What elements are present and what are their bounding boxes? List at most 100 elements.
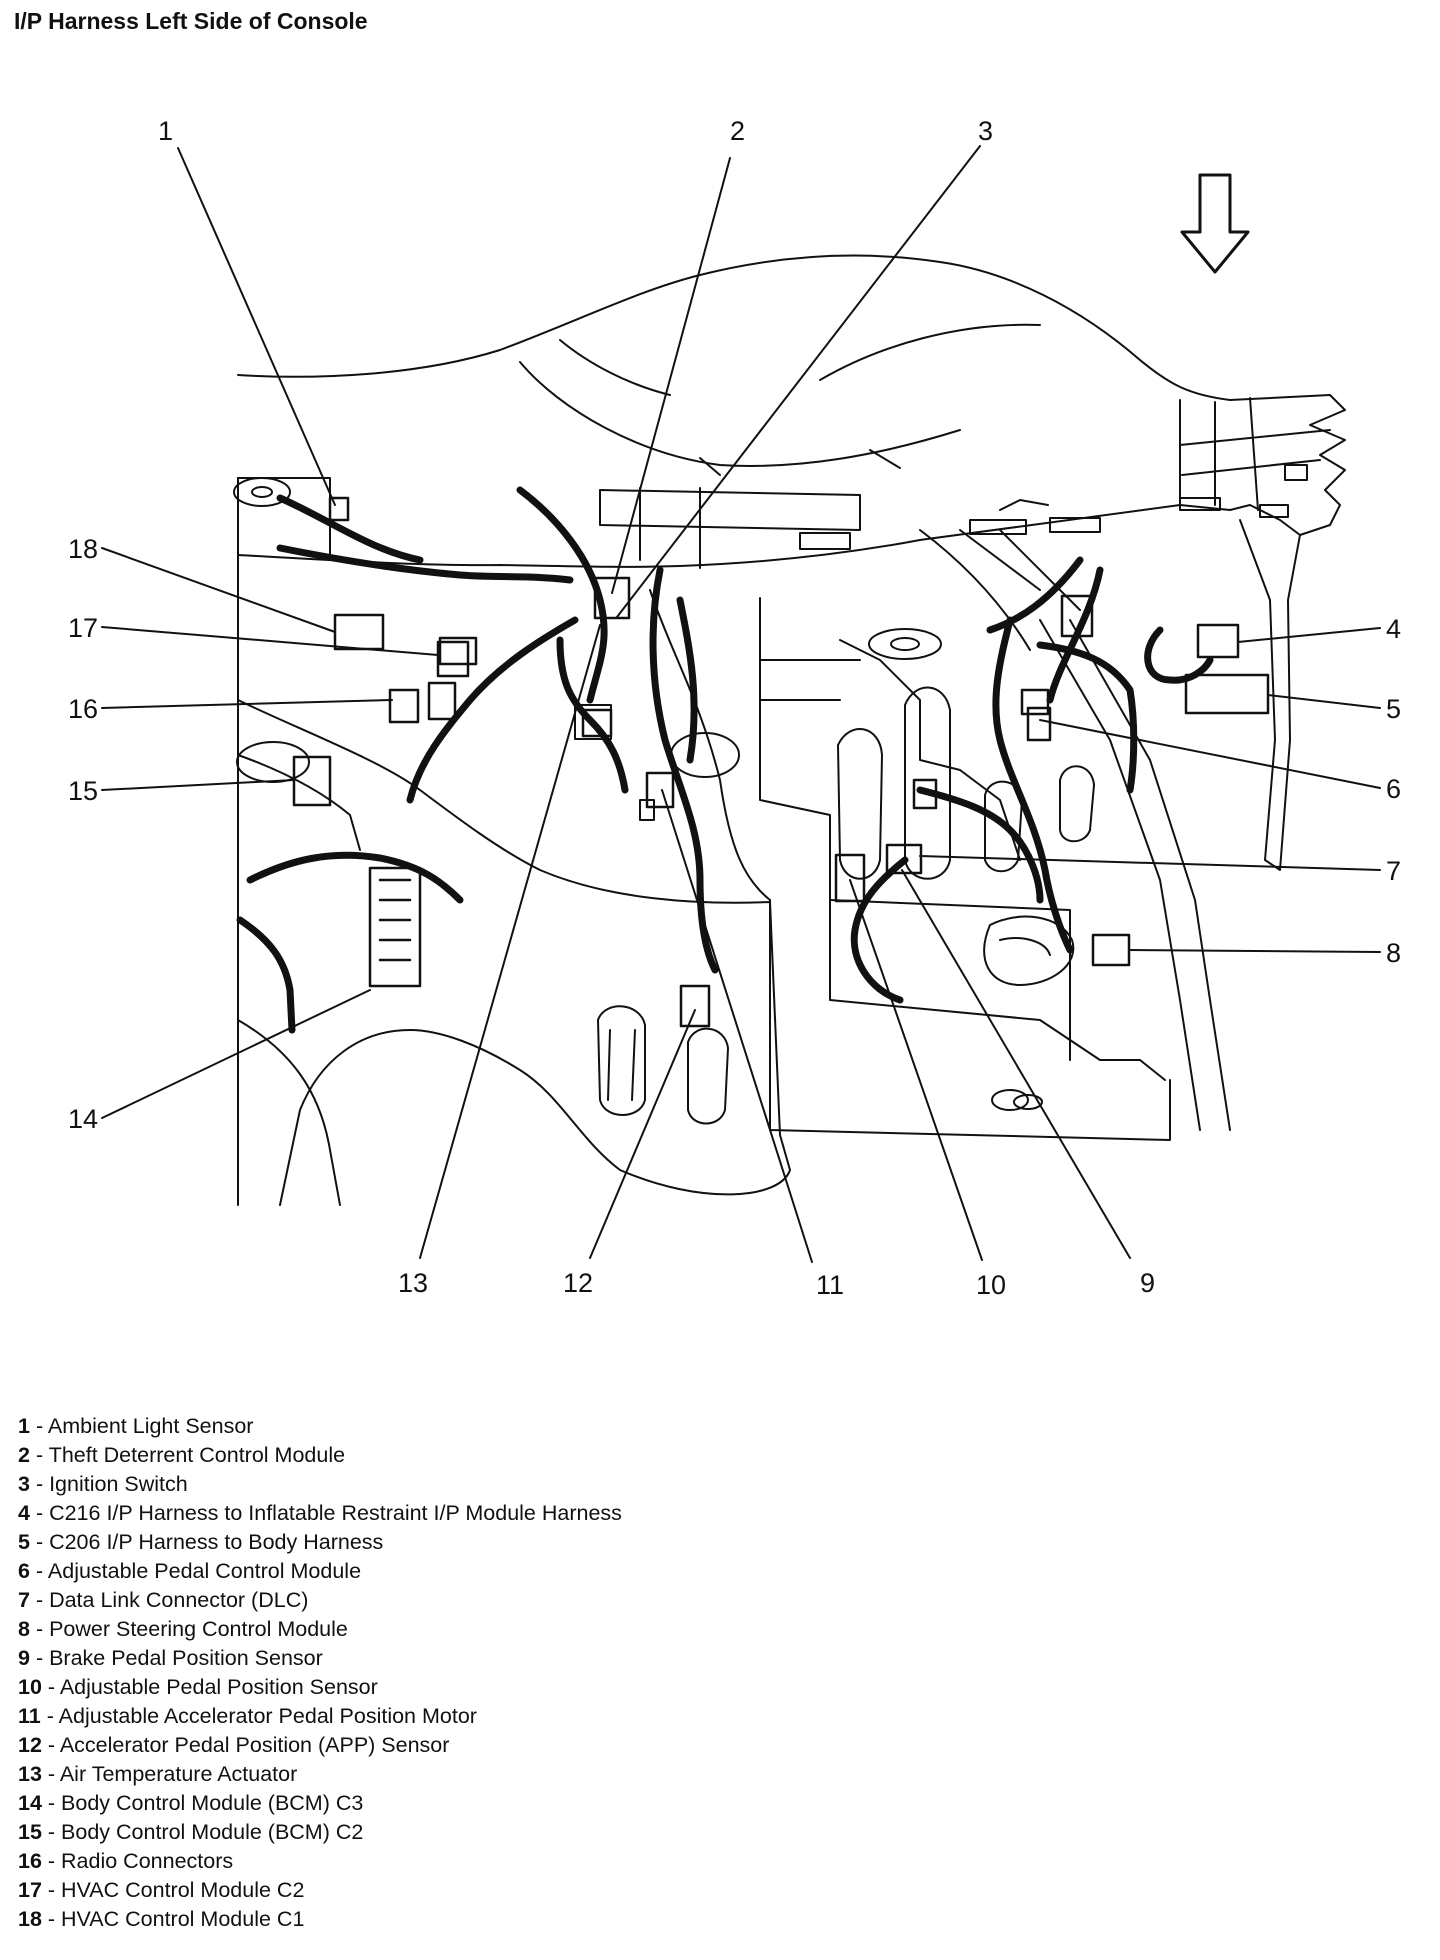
legend-separator: - bbox=[41, 1733, 60, 1757]
callout-1: 1 bbox=[158, 116, 173, 146]
legend-item: 2 - Theft Deterrent Control Module bbox=[18, 1441, 622, 1470]
callout-5: 5 bbox=[1386, 694, 1401, 724]
legend-separator: - bbox=[29, 1414, 48, 1438]
legend-item: 13 - Air Temperature Actuator bbox=[18, 1760, 622, 1789]
callout-4: 4 bbox=[1386, 614, 1401, 644]
legend-number: 1 bbox=[18, 1414, 30, 1438]
legend-number: 8 bbox=[18, 1617, 30, 1641]
legend-label: Data Link Connector (DLC) bbox=[49, 1588, 309, 1612]
legend-item: 5 - C206 I/P Harness to Body Harness bbox=[18, 1528, 622, 1557]
legend-item: 6 - Adjustable Pedal Control Module bbox=[18, 1557, 622, 1586]
legend-number: 14 bbox=[18, 1791, 42, 1815]
legend-number: 12 bbox=[18, 1733, 42, 1757]
legend-separator: - bbox=[29, 1443, 49, 1467]
orientation-arrow-icon bbox=[1180, 173, 1250, 274]
legend-item: 8 - Power Steering Control Module bbox=[18, 1615, 622, 1644]
callout-numbers: 1 2 3 4 5 6 7 8 9 10 11 12 13 14 15 16 1… bbox=[68, 116, 1401, 1300]
legend-number: 7 bbox=[18, 1588, 30, 1612]
legend-item: 14 - Body Control Module (BCM) C3 bbox=[18, 1789, 622, 1818]
callout-11: 11 bbox=[816, 1270, 844, 1300]
legend-label: Body Control Module (BCM) C3 bbox=[61, 1791, 364, 1815]
legend-separator: - bbox=[29, 1472, 50, 1496]
callout-12: 12 bbox=[563, 1268, 593, 1298]
callout-7: 7 bbox=[1386, 856, 1401, 886]
legend-label: Air Temperature Actuator bbox=[59, 1762, 298, 1786]
legend-item: 16 - Radio Connectors bbox=[18, 1847, 622, 1876]
legend-label: Adjustable Pedal Position Sensor bbox=[59, 1675, 378, 1699]
legend-item: 10 - Adjustable Pedal Position Sensor bbox=[18, 1673, 622, 1702]
leader-lines bbox=[101, 145, 1381, 1263]
floor-and-console-outline bbox=[233, 477, 1231, 1206]
legend-item: 17 - HVAC Control Module C2 bbox=[18, 1876, 622, 1905]
legend-label: C216 I/P Harness to Inflatable Restraint… bbox=[49, 1501, 622, 1525]
legend-label: Theft Deterrent Control Module bbox=[48, 1443, 346, 1467]
legend-item: 1 - Ambient Light Sensor bbox=[18, 1412, 622, 1441]
legend-separator: - bbox=[29, 1588, 50, 1612]
legend-separator: - bbox=[29, 1559, 48, 1583]
legend-separator: - bbox=[29, 1501, 50, 1525]
legend-label: Ignition Switch bbox=[49, 1472, 188, 1496]
legend-separator: - bbox=[41, 1675, 60, 1699]
legend-item: 9 - Brake Pedal Position Sensor bbox=[18, 1644, 622, 1673]
legend-separator: - bbox=[41, 1791, 62, 1815]
callout-6: 6 bbox=[1386, 774, 1401, 804]
legend-item: 7 - Data Link Connector (DLC) bbox=[18, 1586, 622, 1615]
legend-label: HVAC Control Module C1 bbox=[61, 1907, 305, 1931]
connectors bbox=[292, 496, 1270, 1028]
legend-item: 4 - C216 I/P Harness to Inflatable Restr… bbox=[18, 1499, 622, 1528]
callout-9: 9 bbox=[1140, 1268, 1155, 1298]
legend-label: Accelerator Pedal Position (APP) Sensor bbox=[59, 1733, 450, 1757]
legend-label: Adjustable Accelerator Pedal Position Mo… bbox=[58, 1704, 477, 1728]
legend-number: 10 bbox=[18, 1675, 42, 1699]
legend-number: 13 bbox=[18, 1762, 42, 1786]
legend-number: 5 bbox=[18, 1530, 30, 1554]
legend-number: 2 bbox=[18, 1443, 30, 1467]
legend-separator: - bbox=[41, 1849, 62, 1873]
callout-18: 18 bbox=[68, 534, 98, 564]
legend-number: 9 bbox=[18, 1646, 30, 1670]
legend-separator: - bbox=[41, 1762, 60, 1786]
component-legend: 1 - Ambient Light Sensor 2 - Theft Deter… bbox=[18, 1412, 622, 1934]
wiring-harness bbox=[236, 486, 1214, 1034]
legend-number: 18 bbox=[18, 1907, 42, 1931]
legend-number: 11 bbox=[18, 1704, 41, 1728]
legend-label: Radio Connectors bbox=[61, 1849, 234, 1873]
page-title: I/P Harness Left Side of Console bbox=[14, 8, 368, 34]
legend-separator: - bbox=[41, 1878, 62, 1902]
legend-number: 3 bbox=[18, 1472, 30, 1496]
callout-3: 3 bbox=[978, 116, 993, 146]
legend-number: 6 bbox=[18, 1559, 30, 1583]
legend-separator: - bbox=[41, 1820, 62, 1844]
legend-label: HVAC Control Module C2 bbox=[61, 1878, 305, 1902]
legend-label: Power Steering Control Module bbox=[49, 1617, 348, 1641]
dashboard-outline bbox=[237, 254, 1346, 871]
legend-number: 4 bbox=[18, 1501, 30, 1525]
legend-label: Brake Pedal Position Sensor bbox=[49, 1646, 323, 1670]
callout-2: 2 bbox=[730, 116, 745, 146]
callout-17: 17 bbox=[68, 613, 98, 643]
legend-item: 11 - Adjustable Accelerator Pedal Positi… bbox=[18, 1702, 622, 1731]
legend-item: 15 - Body Control Module (BCM) C2 bbox=[18, 1818, 622, 1847]
legend-separator: - bbox=[29, 1617, 50, 1641]
callout-16: 16 bbox=[68, 694, 98, 724]
legend-separator: - bbox=[29, 1530, 50, 1554]
legend-item: 3 - Ignition Switch bbox=[18, 1470, 622, 1499]
callout-14: 14 bbox=[68, 1104, 98, 1134]
callout-8: 8 bbox=[1386, 938, 1401, 968]
callout-10: 10 bbox=[976, 1270, 1006, 1300]
legend-item: 18 - HVAC Control Module C1 bbox=[18, 1905, 622, 1934]
legend-label: Ambient Light Sensor bbox=[47, 1414, 254, 1438]
legend-separator: - bbox=[40, 1704, 59, 1728]
legend-number: 17 bbox=[18, 1878, 42, 1902]
legend-separator: - bbox=[29, 1646, 50, 1670]
legend-separator: - bbox=[41, 1907, 62, 1931]
legend-label: Adjustable Pedal Control Module bbox=[47, 1559, 362, 1583]
callout-13: 13 bbox=[398, 1268, 428, 1298]
callout-15: 15 bbox=[68, 776, 98, 806]
legend-number: 16 bbox=[18, 1849, 42, 1873]
legend-label: C206 I/P Harness to Body Harness bbox=[49, 1530, 384, 1554]
legend-label: Body Control Module (BCM) C2 bbox=[61, 1820, 364, 1844]
legend-item: 12 - Accelerator Pedal Position (APP) Se… bbox=[18, 1731, 622, 1760]
legend-number: 15 bbox=[18, 1820, 42, 1844]
